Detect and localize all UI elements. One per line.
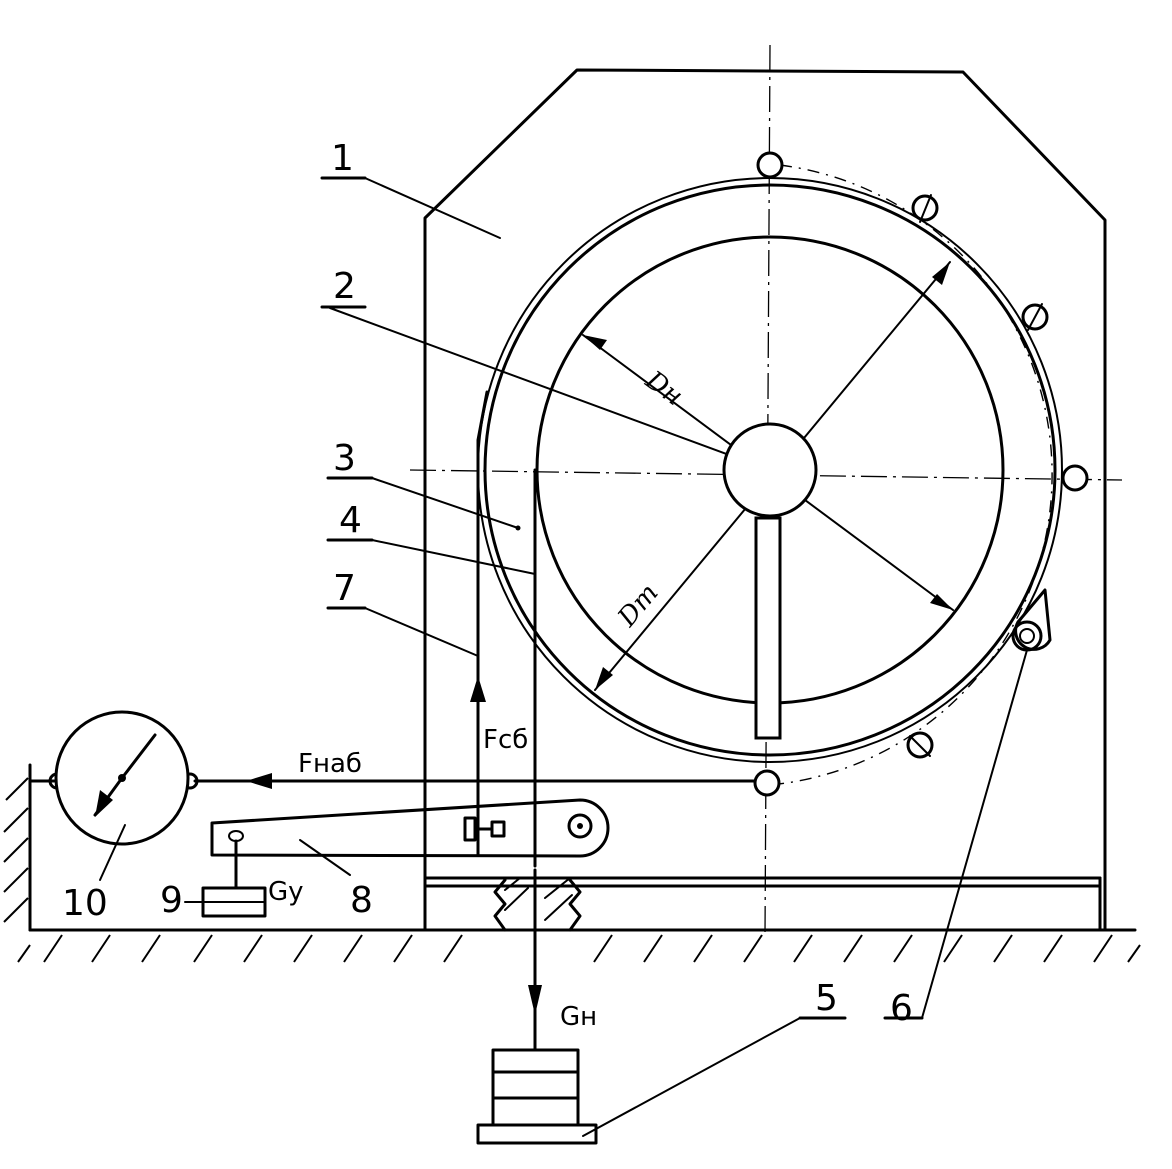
force-g-y: Gу: [268, 877, 304, 907]
ground: [17, 928, 1141, 963]
dimension-d-n: Dн: [639, 365, 688, 412]
force-g-n: Gн: [560, 1002, 597, 1032]
leader-lines: [99, 176, 1028, 1137]
dynamometer: [28, 710, 199, 846]
dimension-d-t: Dт: [612, 578, 665, 633]
drum-lever: [754, 516, 782, 740]
force-f-sb: Fсб: [483, 725, 528, 755]
force-f-nab: Fнаб: [298, 749, 362, 779]
label-part-4: 4: [339, 500, 362, 541]
label-part-10: 10: [62, 883, 108, 924]
floor-opening: [493, 877, 582, 932]
lever: [210, 798, 610, 858]
rope: [476, 390, 537, 1052]
label-part-8: 8: [350, 880, 373, 921]
label-part-2: 2: [333, 266, 356, 307]
label-part-7: 7: [333, 568, 356, 609]
bolts: [753, 151, 1089, 797]
label-part-5: 5: [815, 978, 838, 1019]
diameter-lines: [329, 261, 954, 691]
label-part-9: 9: [160, 880, 183, 921]
label-part-6: 6: [890, 988, 913, 1029]
dimension-arrows: [583, 262, 953, 690]
label-part-3: 3: [333, 438, 356, 479]
force-arrows: [246, 676, 542, 1015]
label-part-1: 1: [331, 138, 354, 179]
left-wall: [3, 763, 32, 932]
load-weight: [476, 1048, 598, 1145]
hub: [722, 422, 818, 518]
